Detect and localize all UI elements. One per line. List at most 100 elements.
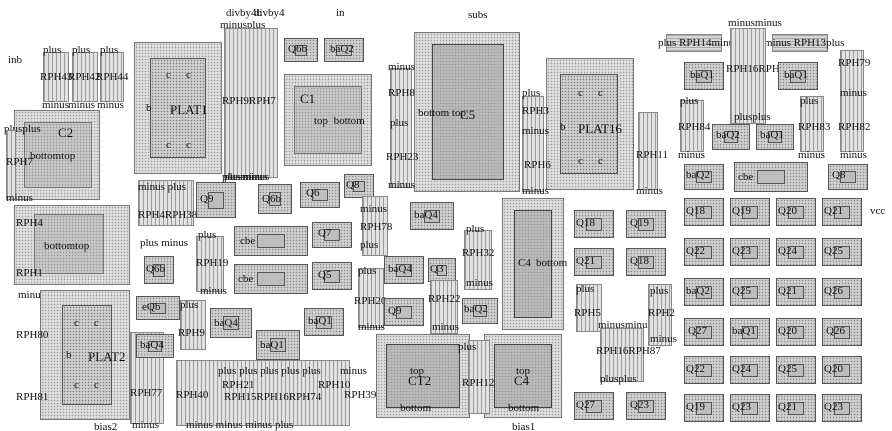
rph82-label: RPH82 xyxy=(838,121,871,133)
device-r5c3 xyxy=(776,356,816,384)
rph78-plus: plus xyxy=(360,239,379,251)
rph84-minus: minus xyxy=(678,149,705,161)
rph22-label: RPH22 xyxy=(428,293,461,305)
q7-label: Q7 xyxy=(318,227,332,239)
bane-label: baQ2 xyxy=(464,303,488,315)
resistor-rph79 xyxy=(840,50,864,152)
rph22-minus: minus xyxy=(432,321,459,333)
rph43-minus: minus xyxy=(42,99,69,111)
q-right-top-label: Q8 xyxy=(832,169,846,181)
device-q6-mid xyxy=(300,182,340,208)
device-baq0 xyxy=(756,124,794,150)
rph10-label: RPH10 xyxy=(318,379,351,391)
device-q7 xyxy=(312,222,352,248)
plat16-c1: c xyxy=(578,87,583,99)
resistor-rph43 xyxy=(43,52,69,102)
resistor-rph32 xyxy=(464,230,492,290)
baq4-mid-label: baQ4 xyxy=(388,263,412,275)
q1-tr2-label: baQ1 xyxy=(784,69,808,81)
rph3-plus: plus xyxy=(522,87,541,99)
rph32-plus: plus xyxy=(466,223,485,235)
c5-bottom-top: bottom top xyxy=(418,107,466,119)
device-r2c2 xyxy=(730,238,770,266)
device-baq6 xyxy=(410,202,454,230)
baq27-label: Q27 xyxy=(576,399,595,411)
rph14-label: plus RPH14minus xyxy=(658,37,739,49)
pin-subs: subs xyxy=(468,9,488,21)
resistor-rph83 xyxy=(800,96,824,152)
device-q1-tr2 xyxy=(778,62,818,90)
device-q6b-mid xyxy=(258,184,292,214)
c2-label: C2 xyxy=(58,125,74,140)
resistor-rph3 xyxy=(522,96,544,192)
resistor-rph2 xyxy=(648,284,672,346)
pin-vcc: vcc xyxy=(870,205,886,217)
device-r6c3 xyxy=(776,394,816,422)
c1-top-bottom: top bottom xyxy=(314,115,365,127)
rph12-plus: plus xyxy=(458,341,477,353)
baq2-top-label: baQ2 xyxy=(330,43,354,55)
rph8-label: RPH8 xyxy=(388,87,415,99)
baq6-label: baQ4 xyxy=(414,209,438,221)
device-baq9 xyxy=(196,182,236,218)
resistor-bank-bottom xyxy=(176,360,350,426)
rph40-label: RPH40 xyxy=(176,389,209,401)
rph23-minus: minus xyxy=(388,179,415,191)
pin-divby4: divby4 xyxy=(254,7,285,19)
rph84-plus: plus xyxy=(680,95,699,107)
device-r1c4 xyxy=(822,198,862,226)
device-baq2-top xyxy=(324,38,364,62)
device-r4c1 xyxy=(684,318,724,346)
r5c2-label: Q24 xyxy=(732,363,751,375)
device-r5c2 xyxy=(730,356,770,384)
rph6-label: RPH6 xyxy=(524,159,551,171)
device-cbe-1 xyxy=(234,226,308,256)
rph42-minus: minus xyxy=(68,99,95,111)
device-baq4-mid xyxy=(384,256,424,284)
resistor-left-small xyxy=(6,130,16,200)
device-baq12 xyxy=(684,164,724,190)
rph8-minus: minus xyxy=(388,61,415,73)
divby4-plus-minus: plusminus xyxy=(224,171,270,183)
capacitor-ct2-plate xyxy=(386,344,460,408)
rph-left-minus: minus xyxy=(6,192,33,204)
device-q8b xyxy=(136,296,180,320)
resistor-rph8 xyxy=(390,68,412,188)
rph-bank-label: RPH15RPH16RPH74 xyxy=(224,391,322,403)
rph44-minus: minus xyxy=(97,99,124,111)
r4c3-label: Q20 xyxy=(778,325,797,337)
plat16-b: b xyxy=(560,121,566,133)
rph43-plus: plus xyxy=(43,44,62,56)
resistor-rph87 xyxy=(600,328,644,382)
rph38-plus-minus: plus minus xyxy=(140,237,188,249)
rph20-plus: plus xyxy=(358,265,377,277)
rph2-minus: minus xyxy=(650,333,677,345)
c5-label: C5 xyxy=(460,107,476,122)
device-q8 xyxy=(344,174,374,198)
r1c3-label: Q20 xyxy=(778,205,797,217)
plat16-core xyxy=(560,74,618,174)
device-q6b-top xyxy=(284,38,318,62)
baq6-low-label: baQ4 xyxy=(214,317,238,329)
rph77-label: RPH77 xyxy=(130,387,163,399)
device-q13b xyxy=(626,392,666,420)
plat2-c2: c xyxy=(94,317,99,329)
pin-divby4b: divby4b xyxy=(226,7,263,19)
device-r2c4 xyxy=(822,238,862,266)
r6c4-label: Q23 xyxy=(824,401,843,413)
device-r3c1 xyxy=(684,278,724,306)
q15-label: Q18 xyxy=(576,217,595,229)
r5c3-label: Q25 xyxy=(778,363,797,375)
bank-plus-row: plus plus plus plus plus xyxy=(218,365,321,377)
rph87-label: RPH16RPH87 xyxy=(596,345,661,357)
c1-label: C1 xyxy=(300,91,316,106)
resistor-rph42 xyxy=(72,52,98,102)
q17b-label: Q19 xyxy=(630,217,649,229)
resistor-rph78 xyxy=(362,196,388,256)
q2b-label: baQ2 xyxy=(716,129,740,141)
rph1-label: RPH1 xyxy=(16,267,43,279)
device-q1b xyxy=(304,308,344,336)
rph83-label: RPH83 xyxy=(798,121,831,133)
q6-b-label: Q6b xyxy=(146,263,165,275)
resistor-rph19 xyxy=(196,236,224,292)
